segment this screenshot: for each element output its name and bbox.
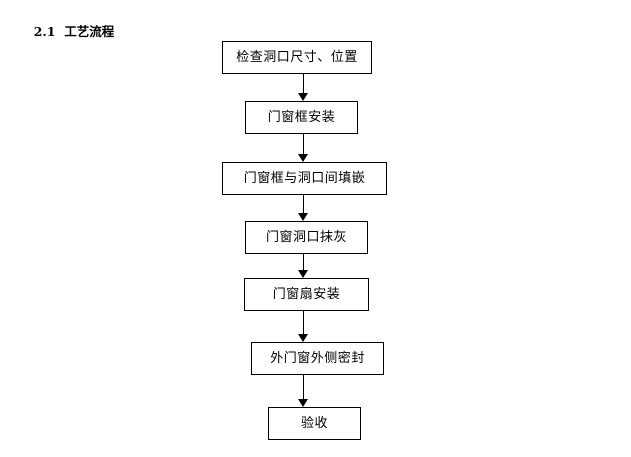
flow-arrow-head-icon bbox=[298, 399, 308, 407]
flow-arrow bbox=[298, 375, 309, 407]
flow-arrow bbox=[298, 134, 309, 162]
section-heading: 2.1 工艺流程 bbox=[25, 6, 114, 40]
section-title: 工艺流程 bbox=[64, 24, 115, 39]
flow-node: 门窗框与洞口间填嵌 bbox=[222, 162, 387, 195]
flow-node-label: 门窗扇安装 bbox=[272, 286, 341, 302]
flow-node-label: 检查洞口尺寸、位置 bbox=[236, 49, 358, 65]
flow-node-label: 门窗洞口抹灰 bbox=[265, 229, 347, 245]
flow-arrow-shaft bbox=[303, 195, 304, 213]
flow-arrow-shaft bbox=[303, 134, 304, 154]
flow-node-label: 外门窗外侧密封 bbox=[270, 350, 365, 366]
flow-arrow-head-icon bbox=[298, 270, 308, 278]
section-number: 2.1 bbox=[33, 24, 56, 39]
flow-node: 门窗洞口抹灰 bbox=[245, 221, 368, 254]
flow-node: 检查洞口尺寸、位置 bbox=[222, 41, 372, 74]
flow-arrow bbox=[298, 311, 309, 342]
flow-node-label: 门窗框安装 bbox=[267, 109, 336, 125]
flow-arrow-head-icon bbox=[298, 93, 308, 101]
flow-node: 验收 bbox=[268, 407, 361, 440]
flow-arrow-shaft bbox=[303, 74, 304, 93]
flow-node: 门窗框安装 bbox=[245, 101, 358, 134]
flow-arrow-head-icon bbox=[298, 213, 308, 221]
flow-node-label: 验收 bbox=[300, 415, 328, 431]
flow-arrow bbox=[298, 74, 309, 101]
flow-node: 门窗扇安装 bbox=[244, 278, 369, 311]
flow-arrow bbox=[298, 254, 309, 278]
flow-node: 外门窗外侧密封 bbox=[251, 342, 384, 375]
flow-arrow-shaft bbox=[303, 311, 304, 334]
flow-arrow bbox=[298, 195, 309, 221]
flow-arrow-shaft bbox=[303, 375, 304, 399]
flow-arrow-shaft bbox=[303, 254, 304, 270]
flow-arrow-head-icon bbox=[298, 334, 308, 342]
flow-node-label: 门窗框与洞口间填嵌 bbox=[243, 170, 366, 186]
flow-arrow-head-icon bbox=[298, 154, 308, 162]
